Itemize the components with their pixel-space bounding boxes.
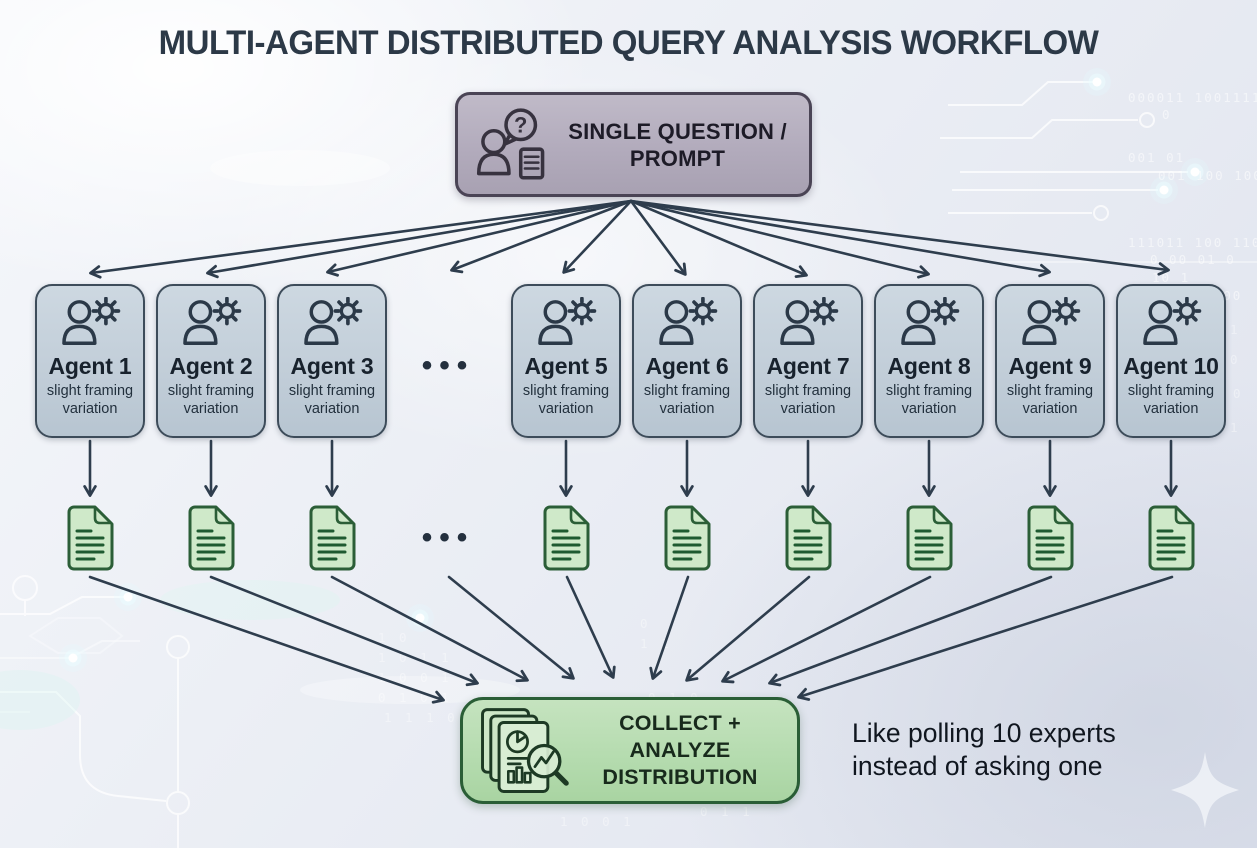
agent-name: Agent 3: [290, 353, 374, 379]
agent-subtitle: slight framing variation: [46, 383, 134, 417]
agent-name: Agent 7: [766, 353, 850, 379]
svg-text:1 0 0 1: 1 0 0 1: [378, 670, 452, 685]
user-gear-icon: [1018, 297, 1082, 351]
single-question-box: SINGLE QUESTION / PROMPT: [455, 92, 812, 197]
svg-text:001 01: 001 01: [1128, 150, 1185, 165]
user-gear-icon: [1139, 297, 1203, 351]
svg-text:0 1 0 1: 0 1 0 1: [378, 690, 452, 705]
svg-text:0: 0: [1230, 352, 1241, 367]
agent-box-9: Agent 9 slight framing variation: [995, 284, 1105, 438]
agent-subtitle: slight framing variation: [167, 383, 255, 417]
polling-note: Like polling 10 experts instead of askin…: [852, 718, 1116, 781]
svg-text:001 100 1001: 001 100 1001: [1158, 168, 1257, 183]
svg-text:000011 100111101: 000011 100111101: [1128, 90, 1257, 105]
agent-output-document-icon: [307, 505, 357, 571]
svg-text:111011 100 11010: 111011 100 11010: [1128, 235, 1257, 250]
agent-subtitle: slight framing variation: [885, 383, 973, 417]
agent-output-document-icon: [65, 505, 115, 571]
svg-text:0: 0: [1162, 107, 1172, 122]
agent-box-5: Agent 5 slight framing variation: [511, 284, 621, 438]
svg-text:10 1: 10 1: [1152, 270, 1190, 285]
agent-subtitle: slight framing variation: [288, 383, 376, 417]
svg-text:1: 1: [1230, 322, 1241, 337]
svg-text:0: 0: [1233, 386, 1244, 401]
agent-subtitle: slight framing variation: [764, 383, 852, 417]
agent-output-document-icon: [541, 505, 591, 571]
svg-text:1 1: 1 1: [640, 636, 672, 651]
agents-ellipsis: •••: [421, 349, 475, 382]
agent-name: Agent 1: [48, 353, 132, 379]
svg-text:1 1 1 0: 1 1 1 0: [384, 710, 458, 725]
agent-box-6: Agent 6 slight framing variation: [632, 284, 742, 438]
agent-output-document-icon: [783, 505, 833, 571]
agent-name: Agent 10: [1123, 353, 1219, 379]
agent-output-document-icon: [904, 505, 954, 571]
agent-subtitle: slight framing variation: [1127, 383, 1215, 417]
agent-box-10: Agent 10 slight framing variation: [1116, 284, 1226, 438]
agent-name: Agent 6: [645, 353, 729, 379]
agent-subtitle: slight framing variation: [522, 383, 610, 417]
collect-analyze-box: COLLECT + ANALYZE DISTRIBUTION: [460, 697, 800, 804]
user-gear-icon: [179, 297, 243, 351]
svg-text:0 1 1: 0 1 1: [700, 804, 753, 819]
user-gear-icon: [58, 297, 122, 351]
svg-text:1 0 0 1: 1 0 0 1: [560, 814, 634, 829]
user-question-prompt-icon: [472, 103, 556, 187]
sparkle-decor: [1171, 752, 1239, 828]
svg-text:1 0: 1 0: [378, 630, 410, 645]
agent-output-document-icon: [662, 505, 712, 571]
user-gear-icon: [897, 297, 961, 351]
agent-name: Agent 9: [1008, 353, 1092, 379]
agent-subtitle: slight framing variation: [1006, 383, 1094, 417]
page-title: MULTI-AGENT DISTRIBUTED QUERY ANALYSIS W…: [158, 24, 1099, 62]
agent-output-document-icon: [186, 505, 236, 571]
agent-box-2: Agent 2 slight framing variation: [156, 284, 266, 438]
agent-name: Agent 2: [169, 353, 253, 379]
collect-analyze-label: COLLECT + ANALYZE DISTRIBUTION: [602, 711, 758, 789]
single-question-label: SINGLE QUESTION / PROMPT: [568, 118, 787, 171]
svg-text:0: 0: [640, 616, 651, 631]
user-gear-icon: [300, 297, 364, 351]
agent-name: Agent 8: [887, 353, 971, 379]
user-gear-icon: [655, 297, 719, 351]
agent-name: Agent 5: [524, 353, 608, 379]
user-gear-icon: [534, 297, 598, 351]
documents-ellipsis: •••: [421, 521, 475, 554]
svg-text:1 0 1 1: 1 0 1 1: [378, 650, 452, 665]
agent-output-document-icon: [1146, 505, 1196, 571]
svg-text:1: 1: [1230, 420, 1241, 435]
agent-box-7: Agent 7 slight framing variation: [753, 284, 863, 438]
user-gear-icon: [776, 297, 840, 351]
agent-box-8: Agent 8 slight framing variation: [874, 284, 984, 438]
agent-box-1: Agent 1 slight framing variation: [35, 284, 145, 438]
agent-box-3: Agent 3 slight framing variation: [277, 284, 387, 438]
agent-output-document-icon: [1025, 505, 1075, 571]
reports-analysis-magnifier-icon: [475, 705, 571, 797]
agent-subtitle: slight framing variation: [643, 383, 731, 417]
svg-text:0 00 01 0: 0 00 01 0: [1150, 252, 1236, 267]
